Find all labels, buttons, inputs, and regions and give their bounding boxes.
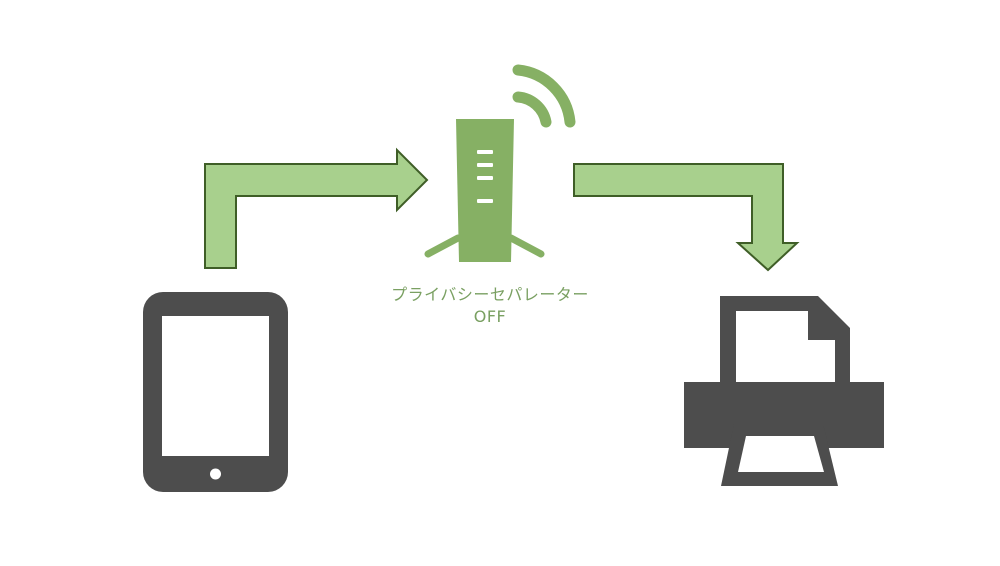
router-body	[456, 119, 514, 262]
router-light-2	[477, 163, 493, 167]
router-light-4	[477, 199, 493, 203]
signal-wave-inner	[512, 91, 552, 128]
tablet-home-button	[210, 468, 221, 480]
tablet-icon	[143, 292, 288, 492]
router-leg-right	[507, 234, 545, 258]
router-caption: プライバシーセパレーター OFF	[340, 284, 640, 328]
router-light-3	[477, 176, 493, 180]
printer-paper-inner	[736, 311, 835, 400]
router-leg-left	[424, 234, 462, 258]
wifi-router-icon	[424, 64, 576, 262]
arrow-router-to-printer	[573, 163, 800, 272]
tablet-screen	[162, 316, 269, 456]
signal-wave-outer	[512, 64, 576, 128]
router-name-label: プライバシーセパレーター	[391, 285, 589, 304]
router-status-label: OFF	[473, 307, 507, 326]
arrow-tablet-to-router	[204, 147, 429, 269]
printer-tray-inner	[738, 436, 824, 472]
router-light-1	[477, 150, 493, 154]
printer-icon	[684, 296, 884, 486]
